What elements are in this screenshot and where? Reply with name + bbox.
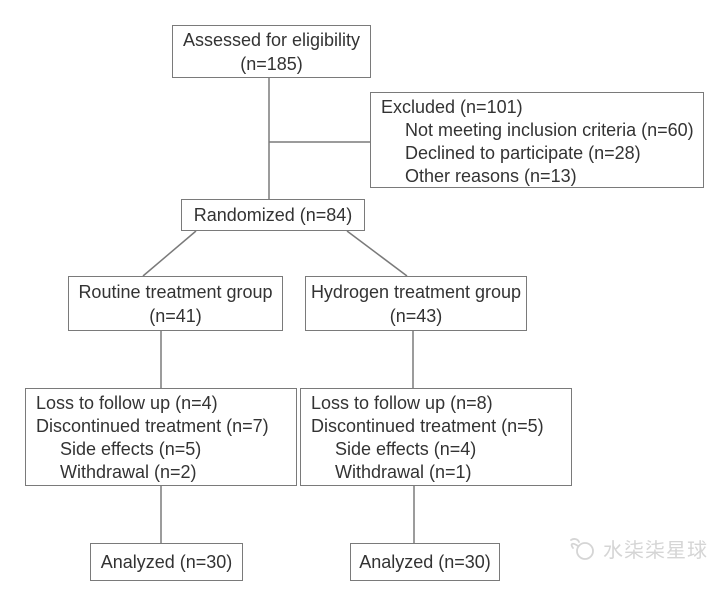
routine-loss-line-2: Discontinued treatment (n=7) xyxy=(36,416,269,436)
excluded-reason-3: Other reasons (n=13) xyxy=(405,166,577,186)
watermark-text: 水柒柒星球 xyxy=(603,540,708,562)
excluded-reason-1: Not meeting inclusion criteria (n=60) xyxy=(405,120,694,140)
routine-group-line-1: Routine treatment group xyxy=(78,281,273,302)
routine-group-line-2: (n=41) xyxy=(149,305,202,326)
routine-treatment-group-box: Routine treatment group (n=41) xyxy=(68,276,283,331)
hydrogen-loss-to-followup-box: Loss to follow up (n=8) Discontinued tre… xyxy=(300,388,572,486)
routine-loss-line-4: Withdrawal (n=2) xyxy=(60,462,197,482)
connector-randomized-to-routine xyxy=(142,230,197,277)
assessed-for-eligibility-box: Assessed for eligibility (n=185) xyxy=(172,25,371,78)
hydrogen-loss-line-2: Discontinued treatment (n=5) xyxy=(311,416,544,436)
routine-analyzed-label: Analyzed (n=30) xyxy=(100,551,233,572)
excluded-title: Excluded (n=101) xyxy=(381,97,523,117)
hydrogen-group-line-1: Hydrogen treatment group xyxy=(310,281,522,302)
connector-randomized-to-hydrogen xyxy=(346,230,408,277)
randomized-label: Randomized (n=84) xyxy=(193,204,353,225)
routine-loss-line-3: Side effects (n=5) xyxy=(60,439,202,459)
hydrogen-loss-line-3: Side effects (n=4) xyxy=(335,439,477,459)
assessed-line-2: (n=185) xyxy=(240,53,303,74)
hydrogen-group-line-2: (n=43) xyxy=(389,305,443,326)
routine-analyzed-box: Analyzed (n=30) xyxy=(90,543,243,581)
routine-loss-to-followup-box: Loss to follow up (n=4) Discontinued tre… xyxy=(25,388,297,486)
hydrogen-loss-line-4: Withdrawal (n=1) xyxy=(335,462,472,482)
hydrogen-treatment-group-box: Hydrogen treatment group (n=43) xyxy=(305,276,527,331)
assessed-line-1: Assessed for eligibility xyxy=(182,29,361,50)
randomized-box: Randomized (n=84) xyxy=(181,199,365,231)
hydrogen-analyzed-box: Analyzed (n=30) xyxy=(350,543,500,581)
routine-loss-line-1: Loss to follow up (n=4) xyxy=(36,393,218,413)
excluded-box: Excluded (n=101) Not meeting inclusion c… xyxy=(370,92,704,188)
excluded-reason-2: Declined to participate (n=28) xyxy=(405,143,641,163)
planet-icon xyxy=(568,536,598,562)
hydrogen-loss-line-1: Loss to follow up (n=8) xyxy=(311,393,493,413)
watermark: 水柒柒星球 xyxy=(568,534,708,563)
hydrogen-analyzed-label: Analyzed (n=30) xyxy=(359,551,491,572)
